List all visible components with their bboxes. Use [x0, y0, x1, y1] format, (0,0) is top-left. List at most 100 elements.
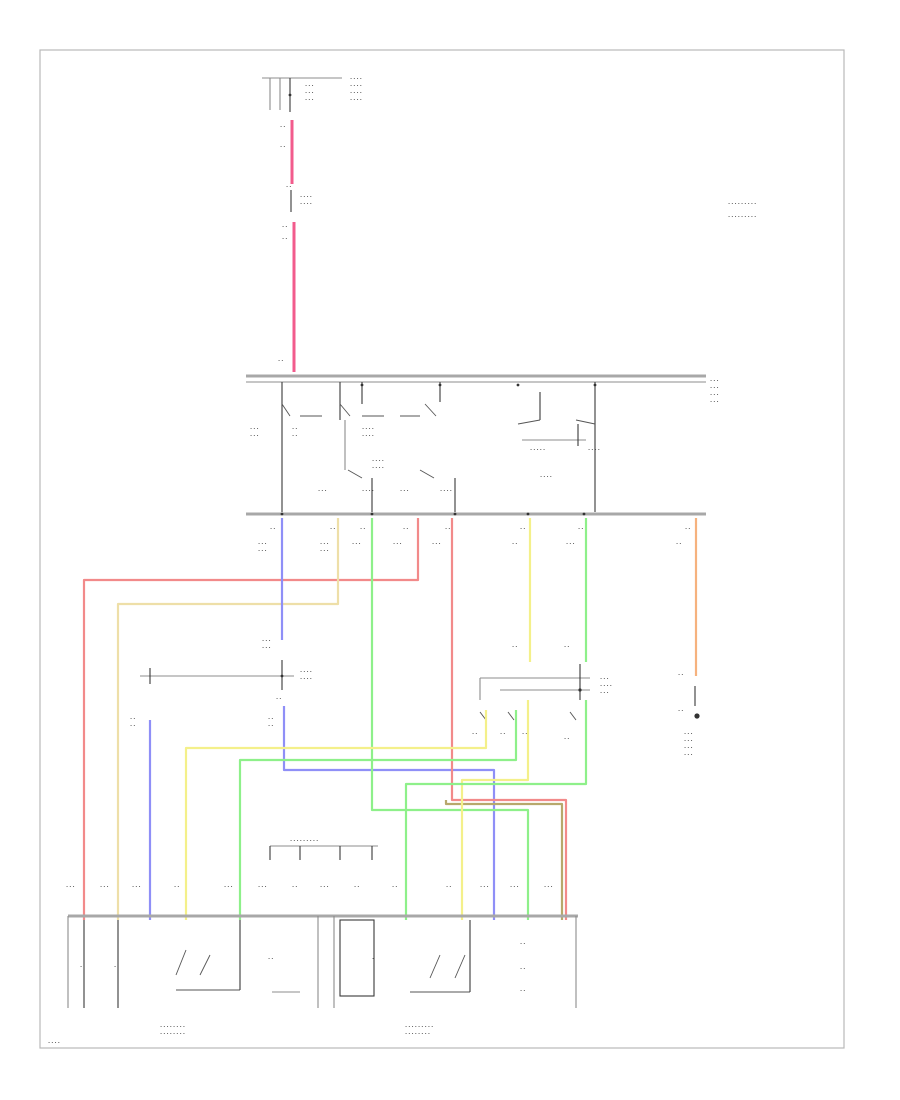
corner-mark: • • • •	[48, 1041, 60, 1045]
svg-text:• •: • •	[278, 359, 283, 363]
svg-text:• •: • •	[282, 225, 287, 229]
svg-text:• • •: • • •	[544, 885, 553, 889]
svg-text:• • •: • • •	[710, 393, 719, 397]
svg-text:• •: • •	[520, 942, 525, 946]
svg-text:• • • • • • • •: • • • • • • • •	[405, 1032, 430, 1036]
svg-text:• •: • •	[282, 237, 287, 241]
svg-text:• • •: • • •	[684, 753, 693, 757]
svg-text:• • • •: • • • •	[372, 459, 384, 463]
svg-text:• • •: • • •	[600, 691, 609, 695]
svg-text:• •: • •	[678, 673, 683, 677]
svg-text:• • • •: • • • •	[350, 98, 362, 102]
svg-text:• • •: • • •	[684, 732, 693, 736]
svg-text:• • • •: • • • •	[300, 670, 312, 674]
lower-control-units: • • • • • • • • • • • • • • • • • • • • …	[66, 839, 578, 1036]
wire-cream-left	[116, 518, 340, 920]
svg-text:• • •: • • •	[66, 885, 75, 889]
svg-text:• • • •: • • • •	[300, 677, 312, 681]
svg-text:• • •: • • •	[305, 98, 314, 102]
svg-text:• • •: • • •	[262, 646, 271, 650]
svg-text:• •: • •	[500, 732, 505, 736]
svg-text:• • •: • • •	[318, 489, 327, 493]
svg-text:• • •: • • •	[600, 677, 609, 681]
svg-text:• • • •: • • • •	[300, 195, 312, 199]
svg-text:• • •: • • •	[305, 91, 314, 95]
svg-text:• •: • •	[676, 542, 681, 546]
svg-text:• • • • • • • • •: • • • • • • • • •	[728, 202, 756, 206]
svg-text:• •: • •	[472, 732, 477, 736]
svg-text:• •: • •	[276, 697, 281, 701]
wire-yellow-left	[184, 710, 488, 920]
svg-text:• • •: • • •	[320, 885, 329, 889]
wire-green-loop	[404, 700, 588, 920]
svg-text:• • • • •: • • • • •	[530, 448, 545, 452]
svg-text:• • •: • • •	[262, 639, 271, 643]
svg-text:• •: • •	[512, 645, 517, 649]
svg-text:• •: • •	[392, 885, 397, 889]
svg-text:• •: • •	[130, 717, 135, 721]
svg-text:• • •: • • •	[100, 885, 109, 889]
wire-blue-to-box	[282, 706, 496, 920]
svg-text:•: •	[80, 965, 82, 969]
svg-text:• • •: • • •	[432, 542, 441, 546]
svg-text:• • • • • • • • •: • • • • • • • • •	[405, 1025, 433, 1029]
svg-text:• • • • • • • •: • • • • • • • •	[160, 1025, 185, 1029]
diagram-frame	[39, 49, 845, 1049]
svg-text:• • •: • • •	[132, 885, 141, 889]
svg-text:• •: • •	[678, 709, 683, 713]
svg-text:• •: • •	[512, 542, 517, 546]
svg-text:• • • •: • • • •	[600, 684, 612, 688]
svg-text:• • •: • • •	[305, 84, 314, 88]
svg-text:• • •: • • •	[684, 746, 693, 750]
svg-text:• • • •: • • • •	[300, 202, 312, 206]
svg-text:• •: • •	[268, 724, 273, 728]
svg-text:• • • •: • • • •	[350, 84, 362, 88]
svg-text:• • • •: • • • •	[440, 489, 452, 493]
svg-text:• •: • •	[564, 645, 569, 649]
svg-text:• • •: • • •	[258, 542, 267, 546]
svg-text:• • •: • • •	[393, 542, 402, 546]
svg-text:• • • • • • • •: • • • • • • • •	[160, 1032, 185, 1036]
svg-text:• • •: • • •	[400, 489, 409, 493]
wire-red-left	[82, 518, 420, 920]
svg-text:• •: • •	[268, 957, 273, 961]
svg-text:• • • •: • • • •	[362, 489, 374, 493]
svg-text:• • • •: • • • •	[588, 448, 600, 452]
svg-text:• •: • •	[360, 527, 365, 531]
wire-green-main	[370, 518, 530, 920]
svg-text:• • •: • • •	[320, 549, 329, 553]
wire-yellow-loop	[460, 700, 530, 920]
svg-text:• •: • •	[446, 885, 451, 889]
svg-text:• • • •: • • • •	[350, 77, 362, 81]
svg-text:• • •: • • •	[684, 739, 693, 743]
svg-text:• •: • •	[130, 724, 135, 728]
svg-text:• •: • •	[520, 527, 525, 531]
svg-text:• •: • •	[522, 732, 527, 736]
legend: • • • • • • • • • • • • • • • • • •	[728, 202, 756, 219]
svg-text:• •: • •	[292, 427, 297, 431]
svg-text:• •: • •	[292, 434, 297, 438]
svg-text:•: •	[372, 957, 374, 961]
svg-text:• • •: • • •	[258, 549, 267, 553]
svg-text:• •: • •	[578, 527, 583, 531]
svg-text:• • •: • • •	[250, 434, 259, 438]
mirror-connectors: • • • • • • • • • • • • • • • • • • • • …	[130, 639, 612, 741]
svg-text:• • •: • • •	[510, 885, 519, 889]
fuse-box-section: • • • • • • • • • • • • • • • • • • • • …	[262, 77, 362, 363]
svg-text:• • •: • • •	[224, 885, 233, 889]
svg-text:• •: • •	[520, 967, 525, 971]
svg-text:• • • •: • • • •	[362, 427, 374, 431]
svg-text:• • •: • • •	[320, 542, 329, 546]
svg-text:• •: • •	[280, 125, 285, 129]
svg-text:• • •: • • •	[352, 542, 361, 546]
svg-text:• • • •: • • • •	[350, 91, 362, 95]
svg-text:• • • • • • • • •: • • • • • • • • •	[290, 839, 318, 843]
orange-circuit-end: • • • • • • • • • • • • • • • •	[678, 673, 700, 757]
colored-wires	[82, 518, 698, 920]
svg-text:• • •: • • •	[250, 427, 259, 431]
svg-text:• •: • •	[174, 885, 179, 889]
svg-text:• • •: • • •	[710, 379, 719, 383]
svg-text:• • • •: • • • •	[540, 475, 552, 479]
svg-text:• •: • •	[292, 885, 297, 889]
svg-text:• •: • •	[280, 145, 285, 149]
